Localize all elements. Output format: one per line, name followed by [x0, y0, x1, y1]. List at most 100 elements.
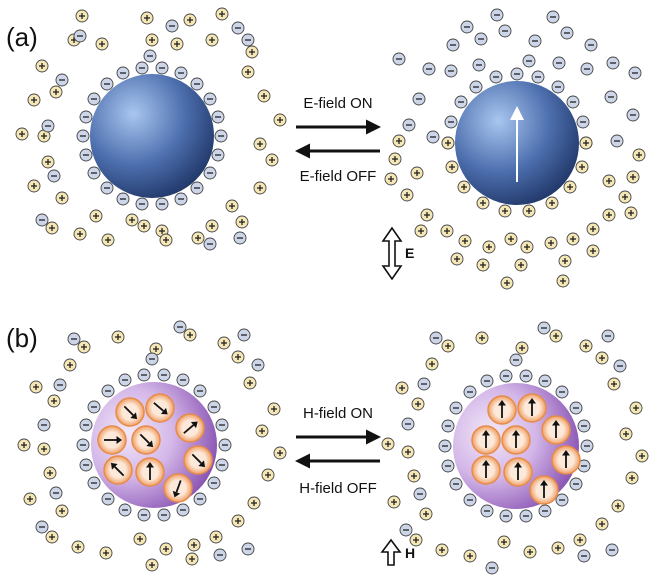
positive-ion-icon: [45, 221, 59, 235]
positive-ion-icon: [602, 174, 616, 188]
positive-ion-icon: [73, 227, 87, 241]
negative-ion-icon: [241, 542, 255, 556]
negative-ion-icon: [576, 115, 590, 129]
negative-ion-icon: [601, 329, 615, 343]
negative-ion-icon: [444, 64, 458, 78]
positive-ion-icon: [435, 543, 449, 557]
positive-ion-icon: [545, 196, 559, 210]
positive-ion-icon: [401, 445, 415, 459]
positive-ion-icon: [626, 170, 640, 184]
negative-ion-icon: [203, 237, 217, 251]
panel-b-label: (b): [6, 323, 38, 353]
positive-ion-icon: [410, 166, 424, 180]
positive-ion-icon: [450, 252, 464, 266]
negative-ion-icon: [47, 169, 61, 183]
transition-arrows-a: [295, 119, 381, 159]
positive-ion-icon: [261, 468, 275, 482]
negative-ion-icon: [79, 110, 93, 124]
positive-ion-icon: [629, 401, 643, 415]
negative-ion-icon: [449, 477, 463, 491]
positive-ion-icon: [170, 37, 184, 51]
negative-ion-icon: [429, 331, 443, 345]
magnetic-moment-icon: [517, 393, 547, 423]
e-field-off-label: E-field OFF: [300, 168, 377, 185]
positive-ion-icon: [498, 204, 512, 218]
negative-ion-icon: [241, 33, 255, 47]
positive-ion-icon: [205, 33, 219, 47]
positive-ion-icon: [425, 357, 439, 371]
positive-ion-icon: [579, 136, 593, 150]
positive-ion-icon: [159, 233, 173, 247]
negative-ion-icon: [566, 95, 580, 109]
negative-ion-icon: [441, 459, 455, 473]
positive-ion-icon: [215, 7, 229, 21]
positive-ion-icon: [185, 552, 199, 566]
negative-ion-icon: [522, 54, 536, 68]
negative-ion-icon: [143, 49, 157, 63]
positive-ion-icon: [476, 196, 490, 210]
positive-ion-icon: [235, 215, 249, 229]
positive-ion-icon: [183, 13, 197, 27]
negative-ion-icon: [531, 70, 545, 84]
magnetic-moment-icon: [97, 425, 127, 455]
positive-ion-icon: [265, 153, 279, 167]
negative-ion-icon: [87, 400, 101, 414]
negative-ion-icon: [577, 549, 591, 563]
positive-ion-icon: [381, 437, 395, 451]
positive-ion-icon: [549, 329, 563, 343]
positive-ion-icon: [145, 558, 159, 572]
negative-ion-icon: [402, 118, 416, 132]
positive-ion-icon: [95, 37, 109, 51]
positive-ion-icon: [187, 538, 201, 552]
negative-ion-icon: [528, 34, 542, 48]
positive-ion-icon: [458, 234, 472, 248]
ion-layer: [15, 7, 649, 575]
positive-ion-icon: [551, 541, 565, 555]
positive-ion-icon: [607, 377, 621, 391]
positive-ion-icon: [217, 336, 231, 350]
positive-ion-icon: [75, 9, 89, 23]
negative-ion-icon: [101, 384, 115, 398]
positive-ion-icon: [71, 540, 85, 554]
positive-ion-icon: [43, 466, 57, 480]
negative-ion-icon: [35, 520, 49, 534]
negative-ion-icon: [537, 321, 551, 335]
negative-ion-icon: [53, 378, 67, 392]
positive-ion-icon: [445, 160, 459, 174]
negative-ion-icon: [399, 523, 413, 537]
e-field-letter: E: [405, 245, 414, 261]
positive-ion-icon: [419, 507, 433, 521]
positive-ion-icon: [504, 232, 518, 246]
negative-ion-icon: [135, 197, 149, 211]
negative-ion-icon: [87, 166, 101, 180]
positive-ion-icon: [231, 514, 245, 528]
positive-ion-icon: [145, 33, 159, 47]
positive-ion-icon: [440, 224, 454, 238]
positive-ion-icon: [400, 188, 414, 202]
negative-ion-icon: [472, 58, 486, 72]
negative-ion-icon: [499, 509, 513, 523]
positive-ion-icon: [191, 231, 205, 245]
h-field-off-label: H-field OFF: [299, 480, 377, 497]
negative-ion-icon: [510, 67, 524, 81]
positive-ion-icon: [441, 339, 455, 353]
negative-ion-icon: [100, 77, 114, 91]
positive-ion-icon: [255, 424, 269, 438]
positive-ion-icon: [55, 504, 69, 518]
positive-ion-icon: [618, 190, 632, 204]
positive-ion-icon: [595, 517, 609, 531]
negative-ion-icon: [463, 493, 477, 507]
magnetic-moment-icon: [529, 475, 559, 505]
positive-ion-icon: [632, 148, 646, 162]
positive-ion-icon: [586, 222, 600, 236]
negative-ion-icon: [79, 148, 93, 162]
magnetic-moment-icon: [175, 413, 205, 443]
positive-ion-icon: [273, 113, 287, 127]
positive-ion-icon: [27, 179, 41, 193]
magnetic-moment-icon: [145, 393, 175, 423]
magnetic-moment-icon: [183, 445, 213, 475]
positive-ion-icon: [41, 155, 55, 169]
negative-ion-icon: [580, 62, 594, 76]
magnetic-moment-icon: [471, 455, 501, 485]
magnetic-moment-icon: [541, 415, 571, 445]
